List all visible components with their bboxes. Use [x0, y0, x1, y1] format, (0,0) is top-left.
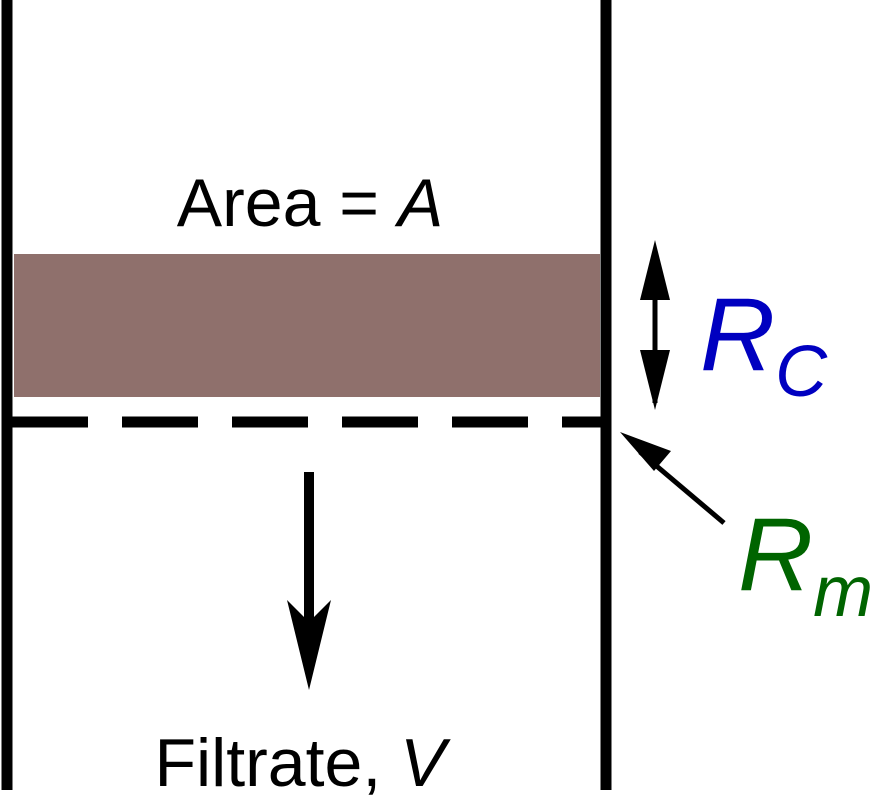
area-label-prefix: Area =	[177, 165, 398, 241]
cake-arrow-head-bottom	[640, 350, 670, 410]
filtrate-label-symbol: V	[400, 725, 451, 801]
medium-resistance-subscript: m	[813, 552, 873, 632]
cake-resistance-symbol: R	[700, 277, 775, 393]
medium-pointer-arrow-head	[620, 432, 671, 471]
area-label: Area = A	[177, 165, 444, 241]
area-label-symbol: A	[394, 165, 443, 241]
cake-resistance-subscript: C	[775, 332, 828, 412]
filter-cake	[14, 254, 600, 397]
filtrate-label: Filtrate, V	[155, 725, 452, 801]
cake-arrow-head-top	[640, 240, 670, 300]
medium-resistance-symbol: R	[738, 497, 813, 613]
filtrate-arrow-head	[287, 600, 331, 690]
cake-resistance-label: RC	[700, 277, 828, 412]
medium-resistance-label: Rm	[738, 497, 873, 632]
filtrate-label-prefix: Filtrate,	[155, 725, 401, 801]
